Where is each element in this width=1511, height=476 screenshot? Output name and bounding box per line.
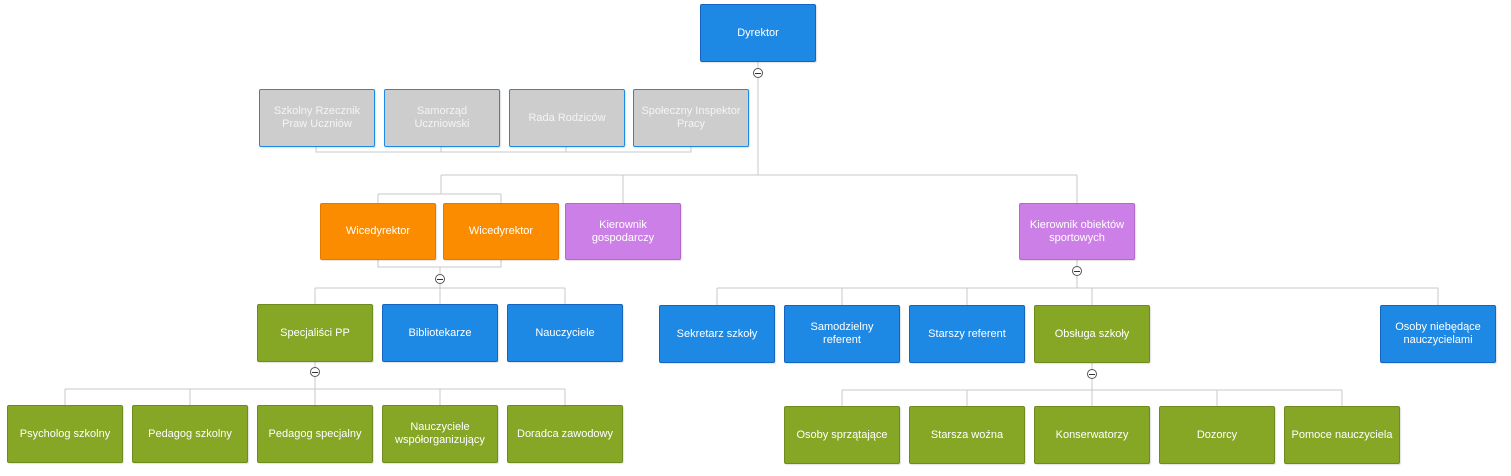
- node-samodzielny-referent[interactable]: Samodzielny referent: [784, 305, 900, 363]
- node-label: Pomoce nauczyciela: [1291, 428, 1393, 441]
- node-label: Bibliotekarze: [408, 326, 472, 339]
- node-label: Społeczny Inspektor Pracy: [641, 105, 741, 130]
- node-label: Nauczyciele: [535, 326, 595, 339]
- node-kierownik-obiektow[interactable]: Kierownik obiektów sportowych: [1019, 203, 1135, 260]
- node-wicedyrektor-2[interactable]: Wicedyrektor: [443, 203, 559, 260]
- node-inspektor-pracy[interactable]: Społeczny Inspektor Pracy: [633, 89, 749, 147]
- node-label: Nauczyciele współorganizujący: [395, 421, 485, 446]
- node-konserwatorzy[interactable]: Konserwatorzy: [1034, 406, 1150, 464]
- node-label: Samorząd Uczniowski: [414, 105, 470, 130]
- node-label: Dyrektor: [737, 26, 779, 39]
- node-osoby-sprzatajace[interactable]: Osoby sprzątające: [784, 406, 900, 464]
- node-starszy-referent[interactable]: Starszy referent: [909, 305, 1025, 363]
- node-label: Dozorcy: [1196, 428, 1238, 441]
- node-label: Specjaliści PP: [280, 326, 350, 339]
- node-label: Osoby niebędące nauczycielami: [1395, 321, 1481, 346]
- node-dozorcy[interactable]: Dozorcy: [1159, 406, 1275, 464]
- node-samorzad[interactable]: Samorząd Uczniowski: [384, 89, 500, 147]
- collapse-minus-icon[interactable]: [753, 68, 763, 78]
- node-nauczyciele-wspolorg[interactable]: Nauczyciele współorganizujący: [382, 405, 498, 463]
- node-label: Wicedyrektor: [345, 225, 411, 237]
- collapse-minus-icon[interactable]: [435, 274, 445, 284]
- node-rzecznik[interactable]: Szkolny Rzecznik Praw Uczniów: [259, 89, 375, 147]
- node-label: Kierownik gospodarczy: [591, 218, 655, 244]
- node-label: Pedagog specjalny: [268, 427, 362, 440]
- node-kierownik-gospodarczy[interactable]: Kierownik gospodarczy: [565, 203, 681, 260]
- collapse-minus-icon[interactable]: [1072, 266, 1082, 276]
- node-label: Obsługa szkoły: [1054, 327, 1130, 340]
- node-obsluga-szkoly[interactable]: Obsługa szkoły: [1034, 305, 1150, 363]
- node-label: Psycholog szkolny: [19, 427, 111, 440]
- node-label: Wicedyrektor: [468, 225, 534, 237]
- node-label: Pedagog szkolny: [148, 427, 232, 440]
- node-label: Starsza woźna: [930, 428, 1004, 441]
- node-specjalisci-pp[interactable]: Specjaliści PP: [257, 304, 373, 362]
- node-psycholog[interactable]: Psycholog szkolny: [7, 405, 123, 463]
- node-label: Doradca zawodowy: [517, 427, 613, 440]
- node-dyrektor[interactable]: Dyrektor: [700, 4, 816, 62]
- node-label: Konserwatorzy: [1055, 428, 1129, 441]
- node-wicedyrektor-1[interactable]: Wicedyrektor: [320, 203, 436, 260]
- node-label: Starszy referent: [928, 327, 1006, 340]
- node-starsza-wozna[interactable]: Starsza woźna: [909, 406, 1025, 464]
- node-nauczyciele[interactable]: Nauczyciele: [507, 304, 623, 362]
- node-rada-rodzicow[interactable]: Rada Rodziców: [509, 89, 625, 147]
- node-osoby-niebedace[interactable]: Osoby niebędące nauczycielami: [1380, 305, 1496, 363]
- node-label: Szkolny Rzecznik Praw Uczniów: [273, 105, 361, 130]
- collapse-minus-icon[interactable]: [310, 367, 320, 377]
- node-label: Rada Rodziców: [528, 111, 606, 124]
- node-label: Kierownik obiektów sportowych: [1029, 218, 1125, 244]
- node-pedagog[interactable]: Pedagog szkolny: [132, 405, 248, 463]
- node-label: Osoby sprzątające: [796, 428, 888, 441]
- node-sekretarz[interactable]: Sekretarz szkoły: [659, 305, 775, 363]
- collapse-minus-icon[interactable]: [1087, 369, 1097, 379]
- node-bibliotekarze[interactable]: Bibliotekarze: [382, 304, 498, 362]
- node-doradca[interactable]: Doradca zawodowy: [507, 405, 623, 463]
- node-pedagog-specjalny[interactable]: Pedagog specjalny: [257, 405, 373, 463]
- node-label: Samodzielny referent: [810, 321, 874, 346]
- node-pomoce-nauczyciela[interactable]: Pomoce nauczyciela: [1284, 406, 1400, 464]
- node-label: Sekretarz szkoły: [676, 327, 758, 340]
